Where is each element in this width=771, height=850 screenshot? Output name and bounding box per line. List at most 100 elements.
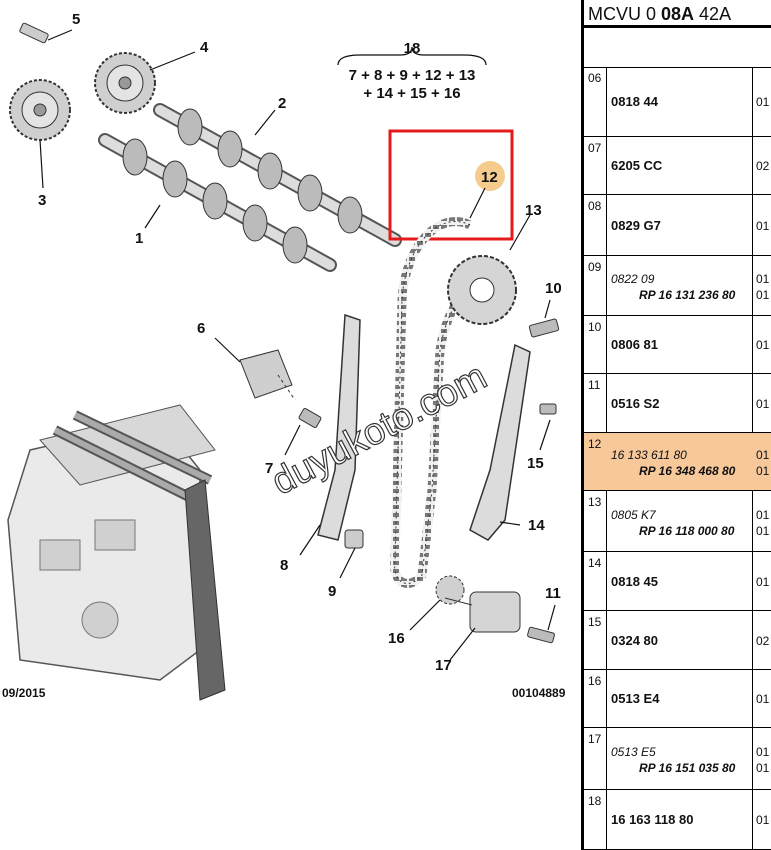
quantity: 01 bbox=[756, 524, 770, 538]
row-index: 09 bbox=[588, 260, 602, 274]
part-reference: 0516 S2 bbox=[611, 396, 660, 411]
quantity: 02 bbox=[756, 159, 770, 173]
timing-chain bbox=[390, 217, 473, 588]
bolt-11 bbox=[527, 626, 555, 644]
callout-10: 10 bbox=[545, 280, 562, 297]
quantity: 01 bbox=[756, 95, 770, 109]
row-index: 18 bbox=[588, 794, 602, 808]
camshaft-sprocket-front bbox=[94, 52, 156, 114]
row-index: 15 bbox=[588, 615, 602, 629]
callout-16: 16 bbox=[388, 630, 405, 647]
date-code: 09/2015 bbox=[2, 686, 46, 700]
bolt-15 bbox=[539, 403, 557, 415]
callout-bubble-12 bbox=[475, 161, 505, 191]
bolt-7 bbox=[298, 408, 322, 428]
drawing-number: 00104889 bbox=[512, 686, 566, 700]
kit-number: 18 bbox=[404, 40, 421, 57]
part-reference: 0818 45 bbox=[611, 574, 658, 589]
callout-14: 14 bbox=[528, 517, 545, 534]
camshaft-intake bbox=[98, 133, 337, 272]
callout-6: 6 bbox=[197, 320, 205, 337]
camshaft-exhaust bbox=[153, 103, 402, 247]
quantity: 01 bbox=[756, 813, 770, 827]
camshaft-timing-sprocket bbox=[447, 255, 517, 325]
part-reference: 0513 E4 bbox=[611, 691, 660, 706]
parts-row[interactable]: 18 16 163 118 80 01 bbox=[584, 790, 771, 850]
quantity: 01 bbox=[756, 288, 770, 302]
quantity: 01 bbox=[756, 272, 770, 286]
camshaft-sprocket-rear bbox=[9, 79, 71, 141]
chain-guide-8 bbox=[317, 313, 361, 541]
quantity: 01 bbox=[756, 692, 770, 706]
callout-5: 5 bbox=[72, 11, 80, 28]
chain-tensioner-6 bbox=[239, 349, 296, 401]
sprocket-bolt-10 bbox=[528, 318, 560, 338]
quantity: 01 bbox=[756, 338, 770, 352]
row-index: 17 bbox=[588, 732, 602, 746]
watermark: duyukoto.com bbox=[265, 355, 494, 503]
kit-brace bbox=[337, 46, 487, 66]
replacement-reference: RP 16 348 468 80 bbox=[639, 464, 736, 478]
callout-13: 13 bbox=[525, 202, 542, 219]
quantity: 01 bbox=[756, 575, 770, 589]
quantity: 01 bbox=[756, 761, 770, 775]
row-index: 10 bbox=[588, 320, 602, 334]
part-reference: 0324 80 bbox=[611, 633, 658, 648]
parts-row[interactable]: 15 0324 80 02 bbox=[584, 611, 771, 670]
part-reference-alt: 0513 E5 bbox=[611, 745, 656, 759]
row-index: 06 bbox=[588, 71, 602, 85]
callout-17: 17 bbox=[435, 657, 452, 674]
callout-1: 1 bbox=[135, 230, 143, 247]
panel-header: MCVU 0 08A 42A bbox=[584, 0, 771, 28]
selection-highlight-box bbox=[388, 129, 514, 241]
parts-row[interactable]: 10 0806 81 01 bbox=[584, 316, 771, 374]
parts-row[interactable]: 06 0818 44 01 bbox=[584, 67, 771, 137]
kit-formula-line2: + 14 + 15 + 16 bbox=[363, 85, 460, 102]
leader-lines bbox=[39, 51, 556, 661]
sprocket-bolt bbox=[19, 22, 73, 44]
chain-guide-14 bbox=[469, 343, 531, 541]
row-index: 13 bbox=[588, 495, 602, 509]
part-reference-alt: 16 133 611 80 bbox=[611, 448, 687, 462]
part-reference: 0806 81 bbox=[611, 337, 658, 352]
parts-row[interactable]: 16 0513 E4 01 bbox=[584, 670, 771, 728]
exploded-parts-diagram: duyukoto.com 5 4 2 3 1 6 7 8 9 12 13 10 … bbox=[2, 11, 566, 701]
part-reference: 0829 G7 bbox=[611, 218, 661, 233]
parts-row[interactable]: 11 0516 S2 01 bbox=[584, 374, 771, 433]
callout-4: 4 bbox=[200, 39, 209, 56]
header-bold: 08A bbox=[661, 4, 695, 24]
quantity: 01 bbox=[756, 508, 770, 522]
row-index: 12 bbox=[588, 437, 602, 451]
row-index: 16 bbox=[588, 674, 602, 688]
callout-9: 9 bbox=[328, 583, 336, 600]
pin-9 bbox=[344, 529, 364, 549]
crankshaft-sprocket bbox=[435, 575, 465, 605]
quantity: 01 bbox=[756, 397, 770, 411]
parts-row[interactable]: 12 16 133 611 80 01 RP 16 348 468 80 01 bbox=[584, 433, 771, 491]
callout-7: 7 bbox=[265, 460, 273, 477]
header-suffix: 42A bbox=[694, 4, 732, 24]
part-reference: 6205 CC bbox=[611, 158, 663, 173]
part-reference: 0818 44 bbox=[611, 94, 658, 109]
quantity: 01 bbox=[756, 464, 770, 478]
quantity: 01 bbox=[756, 448, 770, 462]
row-index: 11 bbox=[588, 378, 601, 392]
callout-2: 2 bbox=[278, 95, 286, 112]
callout-15: 15 bbox=[527, 455, 544, 472]
callout-11: 11 bbox=[545, 585, 561, 602]
replacement-reference: RP 16 131 236 80 bbox=[639, 288, 736, 302]
part-reference-alt: 0822 09 bbox=[611, 272, 655, 286]
callout-3: 3 bbox=[38, 192, 46, 209]
part-reference-alt: 0805 K7 bbox=[611, 508, 656, 522]
parts-row[interactable]: 09 0822 09 01 RP 16 131 236 80 01 bbox=[584, 256, 771, 316]
hydraulic-tensioner-17 bbox=[444, 591, 521, 633]
replacement-reference: RP 16 151 035 80 bbox=[639, 761, 736, 775]
part-reference: 16 163 118 80 bbox=[611, 812, 694, 827]
quantity: 02 bbox=[756, 634, 770, 648]
